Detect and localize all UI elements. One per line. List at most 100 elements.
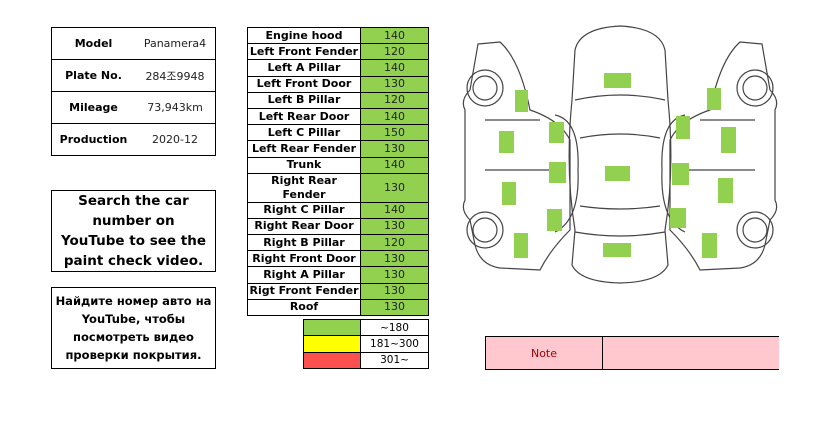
part-thickness: 140	[360, 201, 429, 219]
part-thickness: 140	[360, 26, 429, 45]
legend-swatch	[303, 335, 361, 353]
part-name: Left Rear Door	[247, 107, 361, 126]
part-thickness: 130	[360, 266, 429, 284]
patch-roof	[605, 166, 630, 181]
part-thickness: 130	[360, 172, 429, 203]
legend-row: ~180	[303, 318, 429, 337]
info-label: Production	[51, 123, 135, 156]
part-name: Left Rear Fender	[247, 140, 361, 158]
part-name: Left Front Door	[247, 75, 361, 93]
patch-left-rear-door	[502, 182, 516, 205]
part-thickness: 130	[360, 282, 429, 300]
patch-right-b-pillar	[672, 163, 689, 185]
info-value: 2020-12	[135, 123, 216, 156]
note-label: Note	[486, 337, 603, 369]
car-outline-icon	[462, 25, 778, 284]
part-name: Trunk	[247, 156, 361, 174]
patch-left-rear-fender	[514, 233, 528, 258]
part-name: Right Rear Door	[247, 217, 361, 236]
part-thickness: 130	[360, 298, 429, 317]
part-thickness: 120	[360, 43, 429, 61]
youtube-message-ru: Найдите номер авто на YouTube, чтобы пос…	[51, 287, 216, 369]
info-value: 73,943km	[135, 91, 216, 124]
note-value	[603, 337, 779, 369]
patch-left-b-pillar	[549, 162, 566, 183]
legend-row: 181~300	[303, 335, 429, 353]
part-thickness: 140	[360, 59, 429, 77]
part-thickness: 140	[360, 156, 429, 174]
message-text: Найдите номер авто на YouTube, чтобы пос…	[55, 294, 212, 362]
car-diagram	[440, 20, 800, 290]
part-name: Rigt Front Fender	[247, 282, 361, 300]
part-thickness: 130	[360, 140, 429, 158]
patch-right-c-pillar	[670, 208, 686, 228]
info-value: 284조9948	[135, 59, 216, 92]
part-name: Left B Pillar	[247, 91, 361, 109]
part-thickness: 120	[360, 91, 429, 109]
message-text: Search the car number on YouTube to see …	[61, 193, 206, 269]
part-name: Left Front Fender	[247, 43, 361, 61]
part-name: Roof	[247, 298, 361, 317]
info-label: Plate No.	[51, 59, 135, 92]
part-name: Right C Pillar	[247, 201, 361, 219]
info-label: Mileage	[51, 91, 135, 124]
patch-right-rear-fender	[702, 233, 717, 258]
part-thickness: 130	[360, 217, 429, 236]
legend-row: 301~	[303, 351, 429, 369]
patch-left-front-fender	[515, 90, 528, 112]
part-name: Engine hood	[247, 26, 361, 45]
legend-swatch	[303, 351, 361, 369]
info-value: Panamera4	[135, 27, 216, 60]
patch-right-rear-door	[718, 178, 733, 203]
part-thickness: 140	[360, 107, 429, 126]
part-name: Left A Pillar	[247, 59, 361, 77]
part-name: Left C Pillar	[247, 124, 361, 142]
legend-range: 301~	[360, 351, 429, 369]
legend-range: ~180	[360, 318, 429, 337]
legend-swatch	[303, 318, 361, 337]
patch-trunk	[603, 243, 631, 257]
part-thickness: 150	[360, 124, 429, 142]
patch-right-front-fender	[707, 88, 721, 110]
note-row: Note	[485, 336, 779, 370]
patch-right-a-pillar	[676, 116, 690, 139]
info-label: Model	[51, 27, 135, 60]
part-name: Right Front Door	[247, 250, 361, 268]
part-thickness: 120	[360, 234, 429, 252]
info-row-plate: Plate No.284조9948	[51, 59, 216, 92]
part-name: Right Rear Fender	[247, 172, 361, 203]
patch-engine-hood	[604, 73, 631, 88]
legend-range: 181~300	[360, 335, 429, 353]
patch-left-front-door	[499, 131, 514, 153]
youtube-message-en: Search the car number on YouTube to see …	[51, 190, 216, 272]
part-name: Right A Pillar	[247, 266, 361, 284]
part-thickness: 130	[360, 250, 429, 268]
patch-right-front-door	[721, 127, 736, 153]
patch-left-c-pillar	[547, 209, 562, 231]
part-name: Right B Pillar	[247, 234, 361, 252]
